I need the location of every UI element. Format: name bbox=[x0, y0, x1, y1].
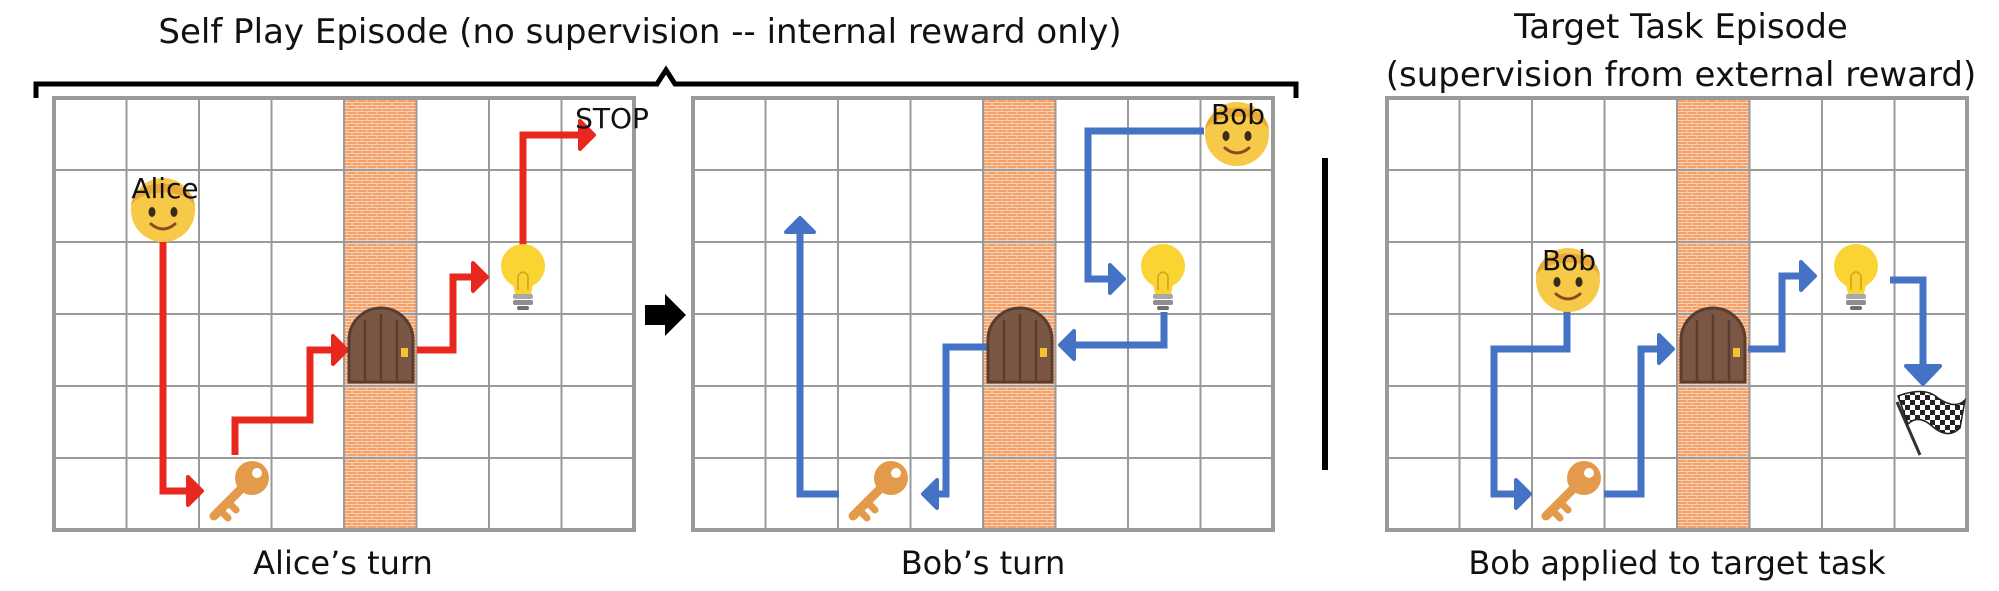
target-path-arrowhead bbox=[1514, 478, 1532, 510]
bob-path bbox=[796, 230, 839, 498]
door-icon bbox=[986, 306, 1054, 384]
alice-border bbox=[52, 96, 636, 532]
target-title-line2: (supervision from external reward) bbox=[1386, 55, 1977, 95]
alice-path bbox=[159, 240, 190, 495]
target-title-line1: Target Task Episode bbox=[1513, 7, 1848, 47]
bob-path-arrowhead bbox=[784, 216, 816, 234]
bob-path-arrowhead bbox=[1108, 263, 1126, 295]
target-caption: Bob applied to target task bbox=[1468, 544, 1886, 582]
alice-path-arrowhead bbox=[578, 119, 596, 151]
arrow-right-icon bbox=[645, 294, 686, 336]
alice-agent-label: Alice bbox=[131, 172, 198, 205]
target-border bbox=[1385, 96, 1969, 532]
target-agent-label: Bob bbox=[1542, 244, 1596, 277]
target-path bbox=[1748, 272, 1803, 353]
target-path-arrowhead bbox=[1904, 364, 1942, 386]
self-play-title: Self Play Episode (no supervision -- int… bbox=[158, 12, 1121, 52]
target-path-arrowhead bbox=[1657, 333, 1675, 365]
bob-panel: Bob Bob’s turn bbox=[691, 96, 1275, 582]
target-panel: Bob Bob applied to target task bbox=[1385, 96, 1969, 582]
alice-path bbox=[519, 131, 582, 248]
alice-path-arrowhead bbox=[471, 261, 489, 293]
alice-path bbox=[417, 273, 475, 354]
alice-path-arrowhead bbox=[186, 475, 204, 507]
door-icon bbox=[347, 306, 415, 384]
alice-path bbox=[231, 346, 335, 455]
alice-caption: Alice’s turn bbox=[253, 544, 433, 582]
bob-agent-label: Bob bbox=[1211, 98, 1265, 131]
bob-path bbox=[935, 343, 988, 498]
bob-path bbox=[1084, 127, 1204, 283]
bob-caption: Bob’s turn bbox=[901, 544, 1066, 582]
alice-panel: Alice STOP Alice’s turn bbox=[52, 96, 649, 582]
target-path bbox=[1890, 276, 1927, 368]
door-icon bbox=[1679, 306, 1747, 384]
bob-path-arrowhead bbox=[921, 478, 939, 510]
target-path-arrowhead bbox=[1799, 260, 1817, 292]
alice-path-arrowhead bbox=[331, 334, 349, 366]
bob-border bbox=[691, 96, 1275, 532]
target-path bbox=[1490, 310, 1571, 498]
bob-path bbox=[1072, 312, 1168, 349]
self-play-bracket bbox=[33, 65, 1299, 98]
bob-path-arrowhead bbox=[1058, 329, 1076, 361]
alice-stop-label: STOP bbox=[575, 102, 649, 135]
checkered-flag-icon bbox=[1895, 390, 1967, 456]
target-path bbox=[1604, 345, 1661, 498]
